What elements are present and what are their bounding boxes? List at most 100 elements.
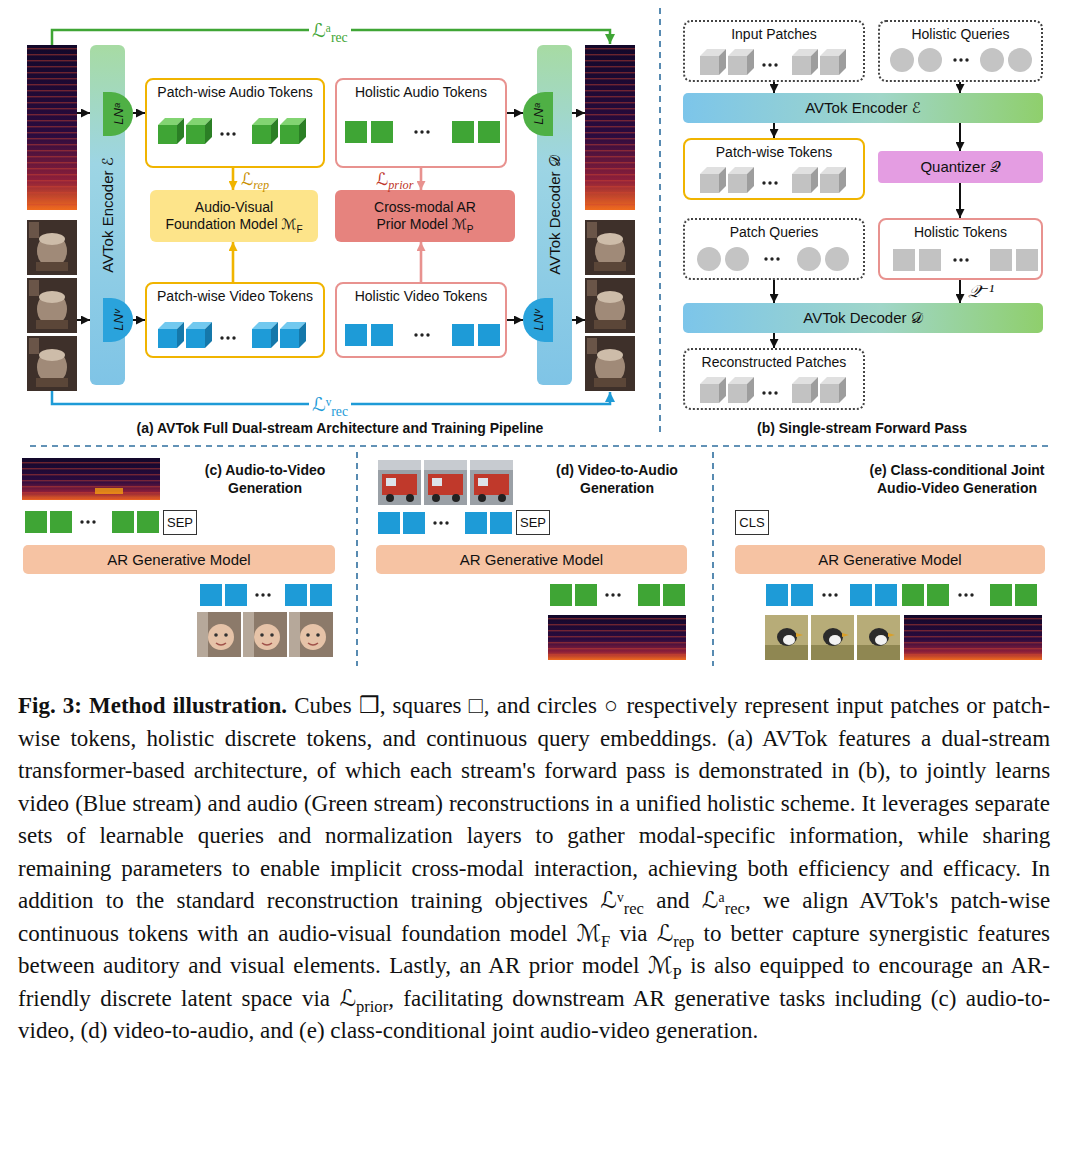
layer-bar: AVTok Encoder ℰ LNᵃLNᵛ xyxy=(90,45,125,385)
node-label: AVTok Encoder ℰ xyxy=(805,99,921,117)
process-box: AVTok Decoder 𝒟 xyxy=(683,303,1043,333)
math-subscript: rec xyxy=(331,403,348,418)
model-box: AR Generative Model xyxy=(376,545,687,574)
process-box: Patch-wise Tokens xyxy=(683,138,865,200)
connector xyxy=(507,112,523,114)
math-symbol: ℒ xyxy=(376,170,388,189)
process-box: SEP xyxy=(163,510,197,535)
connector xyxy=(959,183,961,218)
connector xyxy=(773,82,775,93)
process-box: Audio-Visual Foundation Model ℳF xyxy=(150,190,318,242)
process-box: Patch-wise Audio Tokens xyxy=(145,78,325,168)
process-box: Holistic Tokens xyxy=(878,218,1043,280)
node-label: SEP xyxy=(520,515,546,531)
edge-label: ℒrep xyxy=(239,169,271,190)
connector xyxy=(133,112,145,114)
node-label: LNᵃ xyxy=(111,103,126,124)
node-label: LNᵃ xyxy=(531,103,546,124)
node-label: LNᵛ xyxy=(531,309,546,330)
layer-bar: AVTok Decoder 𝒟LNᵃLNᵛ xyxy=(537,45,572,385)
process-box: Input Patches xyxy=(683,20,865,82)
connector xyxy=(420,242,423,282)
connector xyxy=(507,319,523,321)
node-label: AVTok Decoder 𝒟 xyxy=(546,155,564,274)
math-symbol: ℳ xyxy=(452,217,467,232)
math-symbol: ℳ xyxy=(576,921,601,946)
edge-label: ℒprior xyxy=(374,169,415,190)
node-label: Cross-modal AR Prior Model ℳP xyxy=(363,199,488,234)
connector xyxy=(773,280,775,303)
math-symbol: ℒ xyxy=(339,986,356,1011)
node-label: AVTok Decoder 𝒟 xyxy=(803,309,922,327)
node-label: AVTok Encoder ℰ xyxy=(99,157,117,273)
node-label: Holistic Video Tokens xyxy=(337,288,505,305)
math-subscript: rep xyxy=(673,931,694,950)
node-label: Patch Queries xyxy=(685,224,863,241)
math-subscript: prior xyxy=(356,996,388,1015)
norm-layer-shape xyxy=(523,92,553,136)
process-box: Holistic Video Tokens xyxy=(335,282,507,358)
math-symbol: ℒ xyxy=(312,20,326,41)
node-label: Input Patches xyxy=(685,26,863,43)
panel-separator xyxy=(30,8,1050,666)
math-symbol: ℳ xyxy=(281,217,296,232)
edge-label: 𝒬⁻¹ xyxy=(966,281,996,302)
connector xyxy=(959,280,961,303)
process-box: CLS xyxy=(735,510,769,535)
process-box: Cross-modal AR Prior Model ℳP xyxy=(335,190,515,242)
node-label: SEP xyxy=(167,515,193,531)
math-subscript: P xyxy=(672,964,681,983)
math-subscript: rec xyxy=(331,29,348,44)
math-subscript: rec xyxy=(624,899,644,918)
node-label: LNᵛ xyxy=(111,309,126,330)
node-label: AR Generative Model xyxy=(107,551,250,569)
norm-layer-shape xyxy=(523,298,553,342)
math-symbol: ℒ xyxy=(312,394,326,415)
math-symbol: ℒ xyxy=(600,888,617,913)
node-label: Patch-wise Audio Tokens xyxy=(147,84,323,101)
panel-title: (b) Single-stream Forward Pass xyxy=(757,420,967,436)
connector xyxy=(232,168,235,190)
node-label: Reconstructed Patches xyxy=(685,354,863,371)
node-label: Holistic Audio Tokens xyxy=(337,84,505,101)
layer-bar: LNᵛ xyxy=(523,298,553,342)
norm-layer-shape xyxy=(103,92,133,136)
process-box: Patch-wise Video Tokens xyxy=(145,282,325,358)
math-subscript: rec xyxy=(725,899,745,918)
panel-title: (c) Audio-to-Video Generation xyxy=(193,461,337,497)
panel-title: (e) Class-conditional Joint Audio-Video … xyxy=(866,461,1048,497)
layer-bar: LNᵛ xyxy=(103,298,133,342)
connector xyxy=(420,168,423,190)
connector xyxy=(959,82,961,93)
math-subscript: rep xyxy=(253,178,269,192)
node-label: Holistic Tokens xyxy=(880,224,1041,241)
node-label: AR Generative Model xyxy=(460,551,603,569)
model-box: AR Generative Model xyxy=(23,545,335,574)
audio-reconstruction-loop xyxy=(52,30,610,45)
process-box: Holistic Audio Tokens xyxy=(335,78,507,168)
panel-title: (a) AVTok Full Dual-stream Architecture … xyxy=(137,420,544,436)
node-label: Patch-wise Tokens xyxy=(685,144,863,161)
caption-body: Cubes ❒, squares □, and circles ○ respec… xyxy=(18,693,1050,1043)
math-symbol: ℒ xyxy=(657,921,674,946)
joint-generation-illustration xyxy=(765,584,1042,660)
connector xyxy=(773,123,775,138)
caption-heading: Fig. 3: Method illustration. xyxy=(18,693,287,718)
node-label: CLS xyxy=(739,515,764,531)
math-subscript: prior xyxy=(388,178,413,192)
process-box: Holistic Queries xyxy=(878,20,1043,82)
process-box: SEP xyxy=(516,510,550,535)
node-label: Audio-Visual Foundation Model ℳF xyxy=(159,199,309,234)
figure-caption: Fig. 3: Method illustration. Cubes ❒, sq… xyxy=(18,690,1050,1048)
connector xyxy=(133,319,145,321)
model-box: AR Generative Model xyxy=(735,545,1045,574)
math-subscript: F xyxy=(296,223,302,234)
math-symbol: ℒ xyxy=(702,888,719,913)
node-label: Holistic Queries xyxy=(880,26,1041,43)
process-box: Reconstructed Patches xyxy=(683,348,865,410)
math-symbol: ℳ xyxy=(648,953,673,978)
loss-label: ℒᵃrec xyxy=(309,19,351,42)
node-label: Quantizer 𝒬 xyxy=(920,158,1000,176)
connector xyxy=(773,333,775,348)
